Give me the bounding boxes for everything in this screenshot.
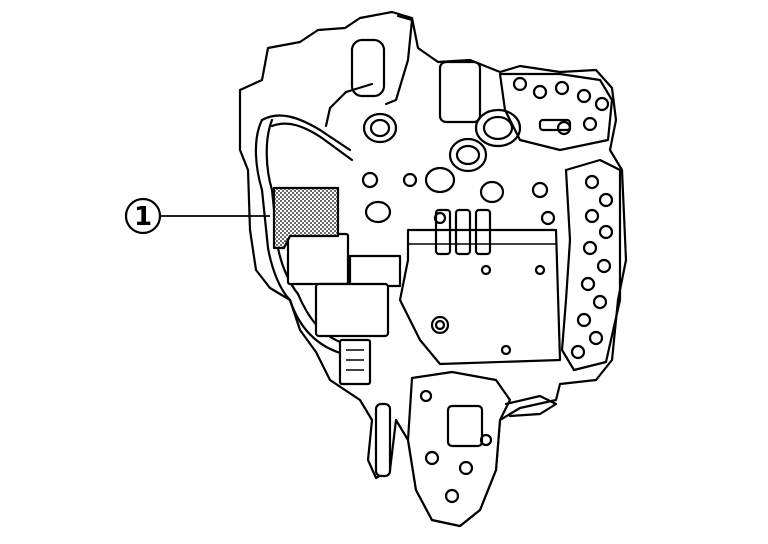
solenoid-blocks — [286, 232, 402, 386]
lower-bracket — [374, 370, 558, 528]
upper-bosses — [324, 14, 556, 226]
highlighted-component — [272, 186, 340, 250]
side-plate — [560, 158, 622, 372]
callout-1-label: 1 — [134, 202, 152, 232]
top-plate — [498, 72, 614, 152]
callout-1-circle — [124, 197, 162, 235]
wire-harness — [254, 114, 358, 358]
callout-1: 1 — [124, 197, 270, 235]
center-plate — [398, 208, 562, 366]
